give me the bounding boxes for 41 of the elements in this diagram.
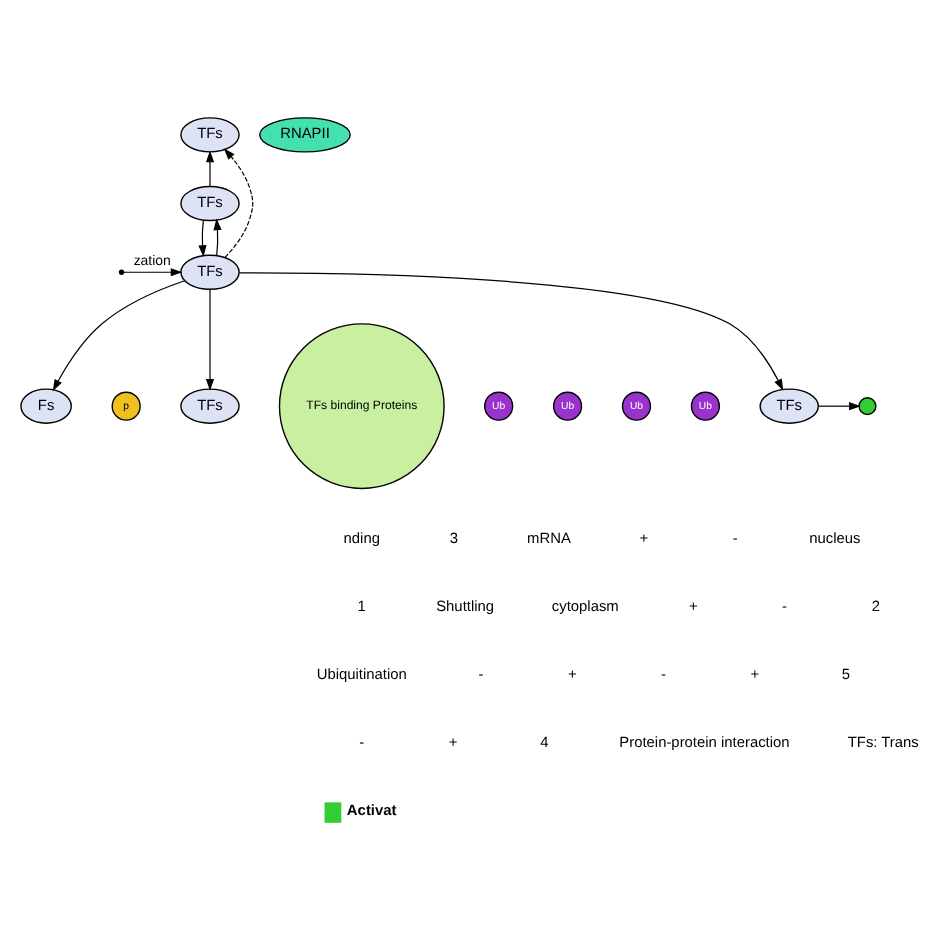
label: 4 (540, 733, 549, 752)
label: TFs: Trans (847, 733, 919, 752)
label: + (688, 597, 698, 616)
label: - (661, 665, 666, 684)
node-ellipse: RNAPII (259, 117, 351, 153)
label: + (750, 665, 760, 684)
node-ellipse: Fs (20, 388, 72, 424)
label: + (448, 733, 458, 752)
label: Shuttling (436, 597, 495, 616)
node-circle (858, 397, 877, 416)
label: Ubiquitination (316, 665, 407, 684)
label: - (359, 733, 365, 752)
node-ellipse: TFs (180, 388, 240, 424)
arrow (213, 218, 222, 256)
label: - (478, 665, 484, 684)
node-ellipse: TFs (180, 117, 240, 153)
node-ellipse: TFs (180, 254, 240, 290)
arrow (205, 150, 215, 187)
label: - (732, 529, 738, 548)
label: cytoplasm (551, 597, 619, 616)
legend-label: Activat (346, 801, 397, 820)
arrow (52, 280, 186, 392)
arrow (198, 219, 207, 257)
label: + (567, 665, 577, 684)
label: 3 (449, 529, 459, 548)
label: nding (343, 529, 380, 548)
label: 5 (841, 665, 851, 684)
arrow (817, 402, 861, 411)
arrow (123, 268, 183, 277)
arrow (205, 288, 215, 391)
label: 1 (357, 597, 366, 616)
node-ellipse: TFs (180, 185, 240, 222)
arrow (238, 272, 784, 391)
label: Protein-protein interaction (619, 733, 790, 752)
label: + (639, 529, 649, 548)
arrow (223, 148, 254, 258)
label: - (782, 597, 788, 616)
node-ellipse: TFs (759, 388, 819, 424)
label: nucleus (809, 529, 861, 548)
label: 2 (871, 597, 880, 616)
label: mRNA (527, 529, 571, 548)
